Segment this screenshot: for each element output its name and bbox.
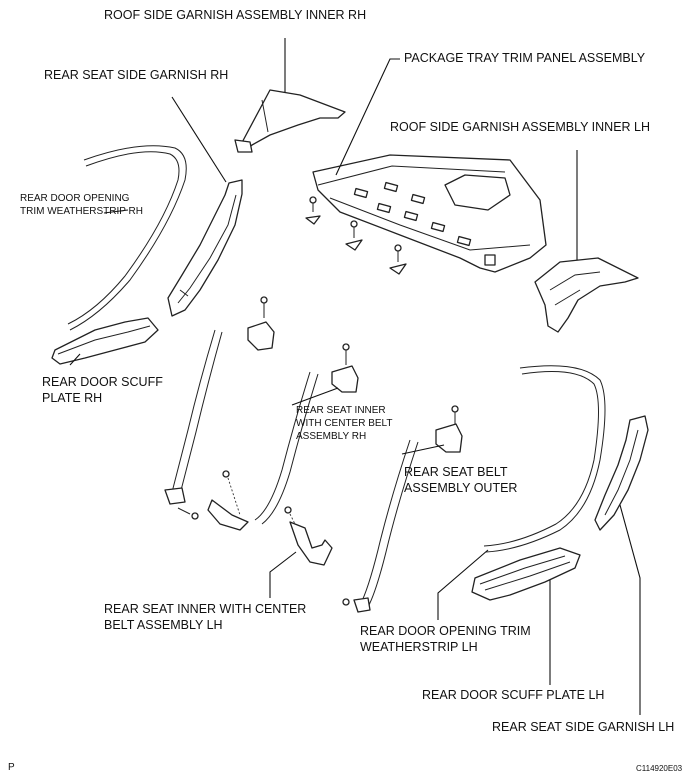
label-rear-door-opening-trim-lh-line1: REAR DOOR OPENING TRIM [360,624,531,638]
rear-door-opening-weatherstrip-rh [67,145,187,331]
roof-side-garnish-inner-lh [534,257,639,333]
label-rear-door-scuff-rh-line1: REAR DOOR SCUFF [42,375,163,389]
label-rear-door-scuff-rh-line2: PLATE RH [42,391,103,405]
label-rear-seat-side-garnish-lh: REAR SEAT SIDE GARNISH LH [492,720,675,734]
rear-door-scuff-plate-lh [471,547,581,601]
label-rear-door-opening-trim-rh-line2: TRIM WEATHERSTRIP RH [20,206,143,217]
label-rear-seat-inner-center-lh-line1: REAR SEAT INNER WITH CENTER [104,602,307,616]
label-rear-seat-inner-center-rh-line3: ASSEMBLY RH [296,431,367,442]
roof-side-garnish-inner-rh [234,89,346,153]
rear-door-scuff-plate-rh [51,317,159,365]
package-tray-trim-panel [312,154,547,273]
label-rear-seat-side-garnish-rh: REAR SEAT SIDE GARNISH RH [44,68,229,82]
rear-seat-side-garnish-rh [167,179,243,317]
label-rear-seat-belt-outer-line1: REAR SEAT BELT [404,465,508,479]
label-rear-door-scuff-lh: REAR DOOR SCUFF PLATE LH [422,688,605,702]
label-rear-door-opening-trim-lh-line2: WEATHERSTRIP LH [360,640,478,654]
corner-mark: P [8,762,15,773]
label-rear-seat-inner-center-rh-line1: REAR SEAT INNER [296,405,386,416]
label-rear-seat-inner-center-rh-line2: WITH CENTER BELT [296,418,393,429]
rear-door-opening-weatherstrip-lh [483,365,606,553]
rear-seat-inner-center-lh [284,506,333,566]
label-rear-seat-inner-center-lh-line2: BELT ASSEMBLY LH [104,618,223,632]
label-package-tray-trim-panel: PACKAGE TRAY TRIM PANEL ASSEMBLY [404,51,646,65]
rear-seat-belt-outer [342,405,463,613]
label-rear-door-opening-trim-rh-line1: REAR DOOR OPENING [20,193,130,204]
rear-seat-belt-rh-assembly [164,296,359,531]
rear-seat-side-garnish-lh [594,415,649,531]
label-roof-side-garnish-inner-rh: ROOF SIDE GARNISH ASSEMBLY INNER RH [104,8,367,22]
leader-lines [69,38,641,715]
label-roof-side-garnish-inner-lh: ROOF SIDE GARNISH ASSEMBLY INNER LH [390,120,651,134]
label-rear-seat-belt-outer-line2: ASSEMBLY OUTER [404,481,518,495]
figure-code: C114920E03 [636,764,683,773]
package-tray-clips [305,196,407,275]
